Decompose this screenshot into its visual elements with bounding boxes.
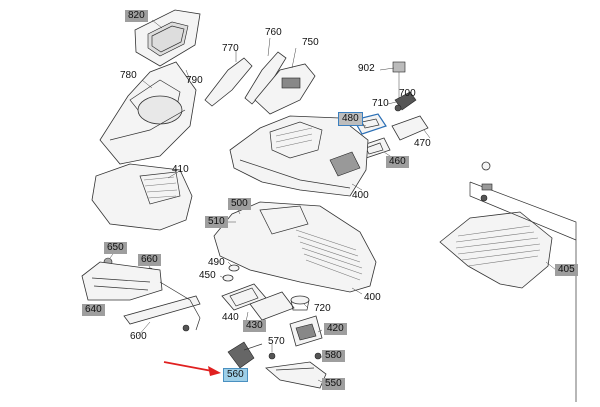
part-570-clip[interactable] [268,352,276,360]
part-490-grommet[interactable] [228,264,240,272]
label-640[interactable]: 640 [82,304,105,316]
label-440[interactable]: 440 [222,312,239,323]
part-430-mat[interactable] [249,291,295,321]
label-820[interactable]: 820 [125,10,148,22]
label-650[interactable]: 650 [104,242,127,254]
label-420[interactable]: 420 [324,323,347,335]
label-400-lower[interactable]: 400 [364,292,381,303]
label-500[interactable]: 500 [228,198,251,210]
part-902-connector[interactable] [392,61,406,100]
label-430[interactable]: 430 [243,320,266,332]
part-770-trim[interactable] [204,57,253,107]
part-780-bezel[interactable] [99,61,197,165]
label-710[interactable]: 710 [372,98,389,109]
label-510[interactable]: 510 [205,216,228,228]
label-660[interactable]: 660 [138,254,161,266]
label-580[interactable]: 580 [322,350,345,362]
part-420-module[interactable] [289,315,323,347]
label-600[interactable]: 600 [130,331,147,342]
part-410-armrest[interactable] [91,163,193,231]
part-450-grommet[interactable] [222,274,234,282]
part-550-bar[interactable] [265,361,327,389]
part-760-trim[interactable] [244,51,287,105]
part-580-screw[interactable] [314,352,322,360]
part-470-panel[interactable] [391,115,429,141]
part-820-frame[interactable] [134,9,201,67]
label-790[interactable]: 790 [186,75,203,86]
label-490[interactable]: 490 [208,257,225,268]
label-760[interactable]: 760 [265,27,282,38]
label-902[interactable]: 902 [358,63,375,74]
part-560-lever[interactable] [227,341,263,369]
part-400-upper-console[interactable] [229,115,369,197]
label-720[interactable]: 720 [314,303,331,314]
part-405-roller-cover[interactable] [439,161,577,402]
label-550[interactable]: 550 [322,378,345,390]
label-460[interactable]: 460 [386,156,409,168]
label-570[interactable]: 570 [268,336,285,347]
label-750[interactable]: 750 [302,37,319,48]
part-400-lower-console[interactable] [213,201,377,293]
label-780[interactable]: 780 [120,70,137,81]
red-arrow-icon [163,361,221,376]
label-770[interactable]: 770 [222,43,239,54]
label-480[interactable]: 480 [338,112,363,126]
part-480-frame[interactable] [353,113,387,135]
label-400-upper[interactable]: 400 [352,190,369,201]
label-450[interactable]: 450 [199,270,216,281]
label-560-highlighted[interactable]: 560 [223,368,248,382]
label-405[interactable]: 405 [555,264,578,276]
label-470[interactable]: 470 [414,138,431,149]
label-700[interactable]: 700 [399,88,416,99]
part-750-cover[interactable] [254,63,316,115]
part-720-cup[interactable] [290,295,310,311]
part-600-rail[interactable] [123,281,201,332]
part-640-bracket[interactable] [81,261,163,301]
label-410[interactable]: 410 [172,164,189,175]
